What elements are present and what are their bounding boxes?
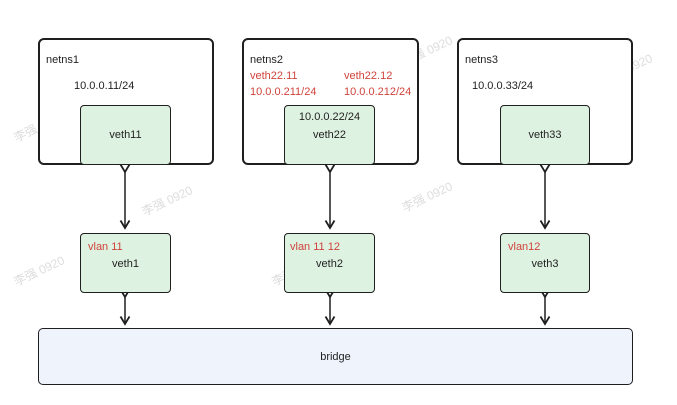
netns-label: netns3 bbox=[465, 54, 499, 66]
vlan-iface-label: veth22.12 bbox=[344, 70, 393, 82]
netns-label: netns2 bbox=[250, 54, 284, 66]
bridge-box: bridge bbox=[38, 328, 633, 385]
vlan-ip-label: 10.0.0.212/24 bbox=[344, 86, 412, 98]
ip-label: 10.0.0.33/24 bbox=[472, 80, 534, 92]
vlan-iface-label: veth22.11 bbox=[250, 70, 298, 82]
veth3-box: vlan12 veth3 bbox=[500, 233, 590, 293]
veth-label: veth22 bbox=[312, 129, 347, 141]
veth11-box: veth11 bbox=[80, 105, 171, 165]
ip-label: 10.0.0.22/24 bbox=[298, 111, 361, 123]
veth-label: veth1 bbox=[112, 258, 139, 270]
vlan-ip-label: 10.0.0.211/24 bbox=[250, 86, 317, 98]
veth-label: veth33 bbox=[528, 129, 562, 141]
vlan-label: vlan 11 bbox=[88, 241, 123, 253]
veth-label: veth3 bbox=[531, 258, 559, 270]
vlan-label: vlan 11 12 bbox=[290, 241, 340, 253]
veth33-box: veth33 bbox=[500, 105, 590, 165]
veth-label: veth2 bbox=[316, 258, 343, 270]
veth22-box: 10.0.0.22/24 veth22 bbox=[284, 105, 375, 165]
veth1-box: vlan 11 veth1 bbox=[80, 233, 171, 293]
bridge-label: bridge bbox=[320, 351, 351, 363]
ip-label: 10.0.0.11/24 bbox=[74, 80, 135, 92]
veth-label: veth11 bbox=[109, 129, 142, 141]
veth2-box: vlan 11 12 veth2 bbox=[284, 233, 375, 293]
netns-label: netns1 bbox=[46, 54, 80, 66]
vlan-label: vlan12 bbox=[508, 241, 541, 253]
